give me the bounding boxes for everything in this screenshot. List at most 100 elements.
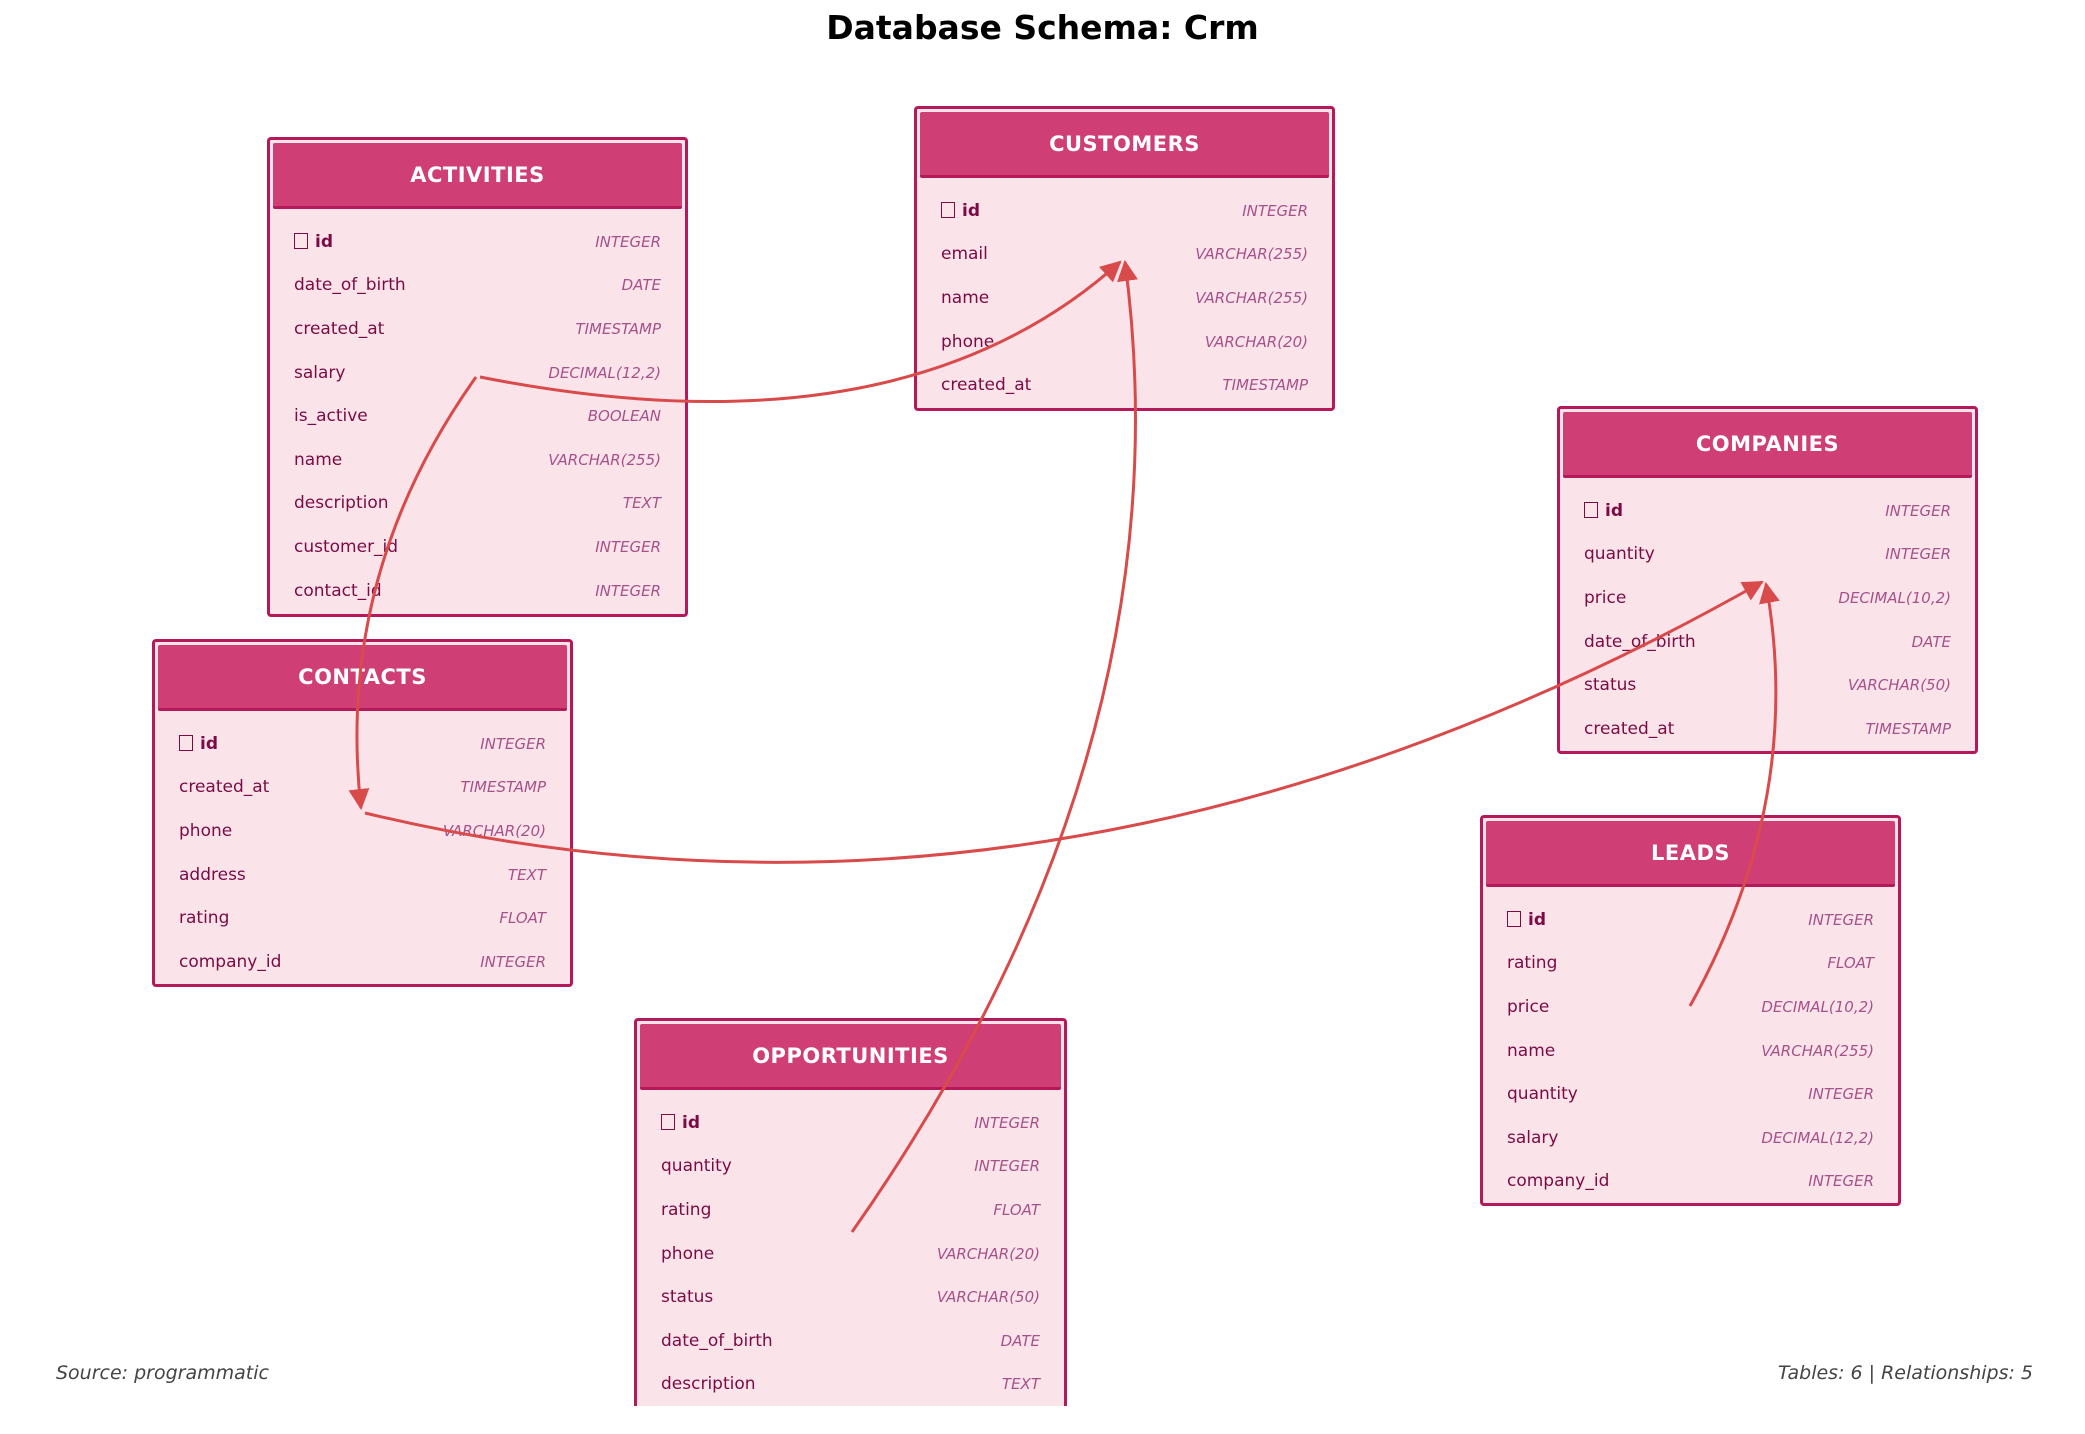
column-type: FLOAT	[499, 909, 546, 928]
column-type: TIMESTAMP	[1865, 719, 1951, 738]
diagram-title: Database Schema: Crm	[826, 8, 1259, 47]
column-type: INTEGER	[595, 537, 661, 556]
column-name: created_at	[941, 375, 1032, 396]
column-name-cell: created_at	[179, 777, 269, 797]
primary-key-icon	[179, 734, 193, 751]
column-row[interactable]: id INTEGER	[1507, 898, 1874, 942]
column-name-cell: salary	[294, 363, 345, 383]
relationship-opportunities-customers[interactable]	[850, 259, 1138, 1233]
column-name: id	[1528, 909, 1546, 930]
primary-key-column: id	[179, 734, 218, 754]
table-header[interactable]: ACTIVITIES	[273, 143, 682, 209]
column-name: rating	[179, 908, 230, 929]
column-name: price	[1507, 996, 1550, 1017]
table-header[interactable]: CUSTOMERS	[920, 112, 1329, 178]
column-name: company_id	[179, 951, 282, 972]
column-name: id	[315, 231, 333, 252]
column-type: INTEGER	[1808, 910, 1874, 929]
column-name: is_active	[294, 406, 368, 427]
column-row[interactable]: id INTEGER	[1584, 489, 1951, 533]
column-name-cell: quantity	[661, 1156, 732, 1176]
column-name-cell: status	[661, 1287, 713, 1307]
column-name: quantity	[1507, 1084, 1578, 1105]
column-row[interactable]: company_id INTEGER	[179, 940, 546, 984]
relationship-activities-customers[interactable]	[479, 260, 1122, 404]
column-name-cell: salary	[1507, 1128, 1558, 1148]
column-name: name	[1507, 1040, 1556, 1061]
primary-key-column: id	[1584, 501, 1623, 521]
column-name-cell: address	[179, 865, 246, 885]
column-name-cell: quantity	[1507, 1084, 1578, 1104]
column-name: date_of_birth	[1584, 631, 1696, 652]
table-header[interactable]: OPPORTUNITIES	[640, 1024, 1061, 1090]
primary-key-column: id	[661, 1113, 700, 1133]
column-name: contact_id	[294, 580, 382, 601]
table-header[interactable]: CONTACTS	[158, 645, 567, 711]
column-name: date_of_birth	[294, 275, 406, 296]
column-type: INTEGER	[1885, 545, 1951, 564]
table-header[interactable]: COMPANIES	[1563, 412, 1972, 478]
column-name-cell: name	[1507, 1041, 1555, 1061]
column-type: INTEGER	[480, 952, 546, 971]
column-name-cell: rating	[1507, 953, 1557, 973]
column-name: id	[1605, 500, 1623, 521]
column-name-cell: date_of_birth	[294, 275, 406, 295]
column-type: DECIMAL(10,2)	[1838, 588, 1951, 607]
column-type: FLOAT	[993, 1200, 1040, 1219]
column-type: VARCHAR(255)	[548, 450, 661, 469]
column-name-cell: email	[941, 244, 988, 264]
column-name: id	[682, 1112, 700, 1133]
relationship-leads-companies[interactable]	[1688, 581, 1780, 1007]
column-row[interactable]: rating FLOAT	[179, 896, 546, 940]
relationship-contacts-companies[interactable]	[364, 580, 1764, 864]
table-header[interactable]: LEADS	[1486, 821, 1895, 887]
column-type: INTEGER	[1885, 501, 1951, 520]
relationship-activities-contacts[interactable]	[348, 376, 478, 811]
column-name-cell: description	[294, 493, 389, 513]
